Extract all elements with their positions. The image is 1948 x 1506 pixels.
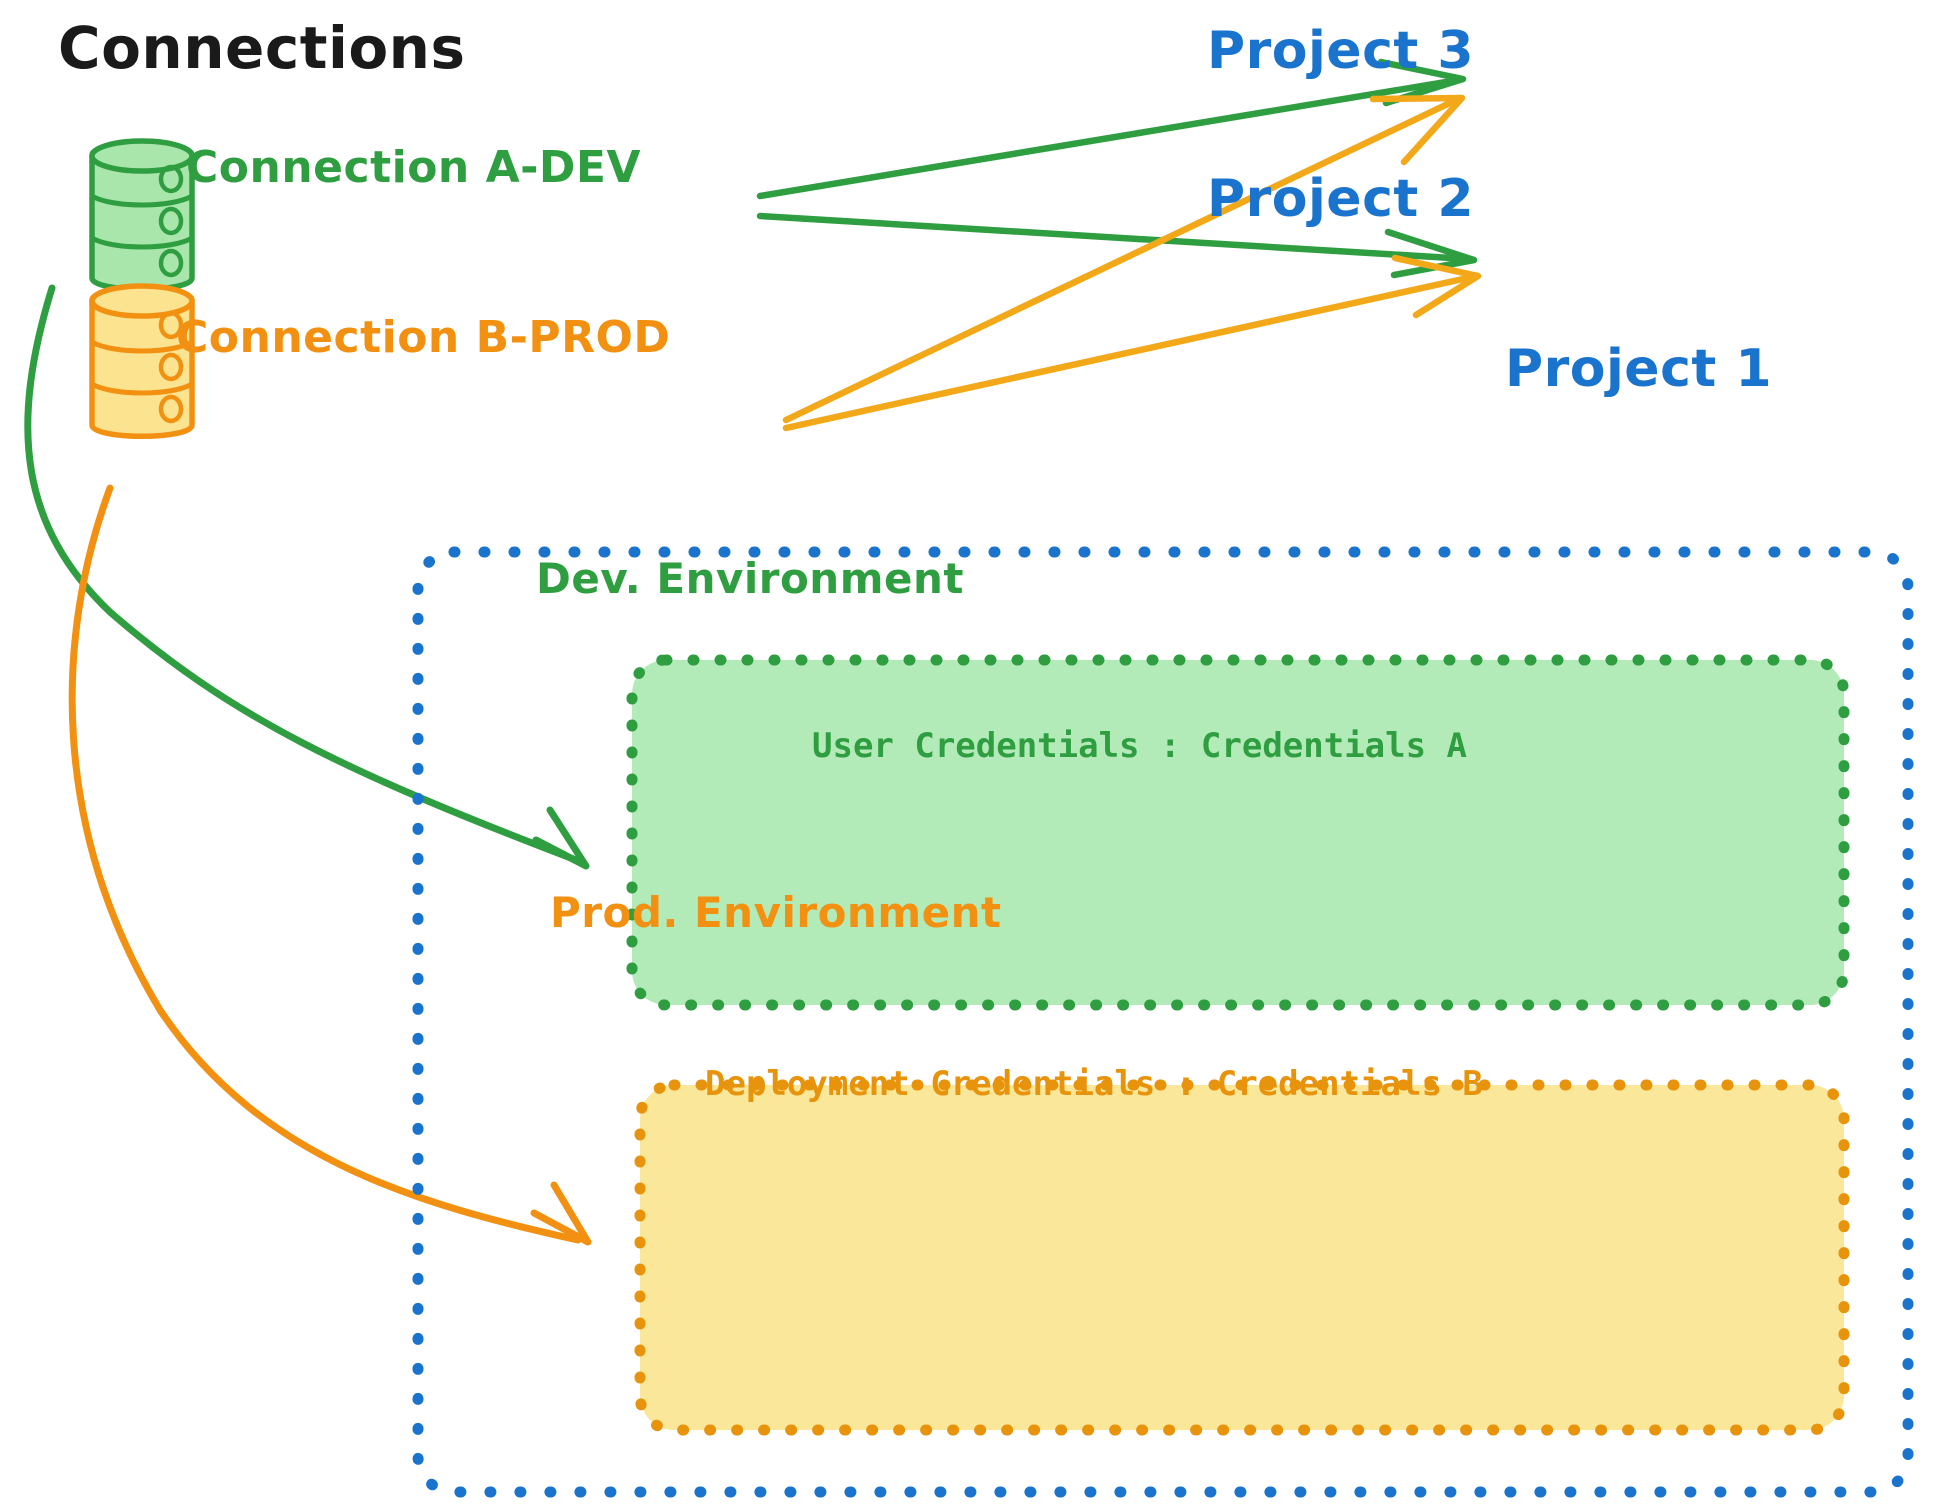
edge-b-prod-to-project-3 — [782, 94, 1466, 424]
project-2-label[interactable]: Project 2 — [1207, 169, 1475, 229]
prod-environment-title: Prod. Environment — [550, 888, 1002, 937]
dev-environment-box[interactable] — [626, 654, 1850, 1011]
prod-environment-credentials: Deployment Credentials : Credentials B — [705, 1064, 1483, 1104]
connection-b-prod-label[interactable]: Connection B-PROD — [176, 312, 671, 363]
dev-environment-title: Dev. Environment — [536, 554, 964, 603]
edge-b-prod-to-prod-environment — [68, 484, 592, 1246]
database-cylinder-icon[interactable] — [89, 138, 195, 292]
dev-environment-credentials: User Credentials : Credentials A — [812, 726, 1468, 766]
page-title: Connections — [58, 14, 466, 82]
edge-a-dev-to-project-2 — [756, 212, 1478, 279]
edge-a-dev-to-dev-environment — [24, 284, 590, 870]
database-cylinder-icon[interactable] — [89, 283, 195, 439]
edge-a-dev-to-project-3 — [756, 58, 1467, 200]
prod-environment-box[interactable] — [634, 1079, 1850, 1436]
project-1-label[interactable]: Project 1 — [1505, 339, 1773, 399]
connection-a-dev-label[interactable]: Connection A-DEV — [186, 142, 642, 193]
edge-b-prod-to-project-2 — [782, 254, 1482, 432]
project-3-label[interactable]: Project 3 — [1207, 21, 1475, 81]
